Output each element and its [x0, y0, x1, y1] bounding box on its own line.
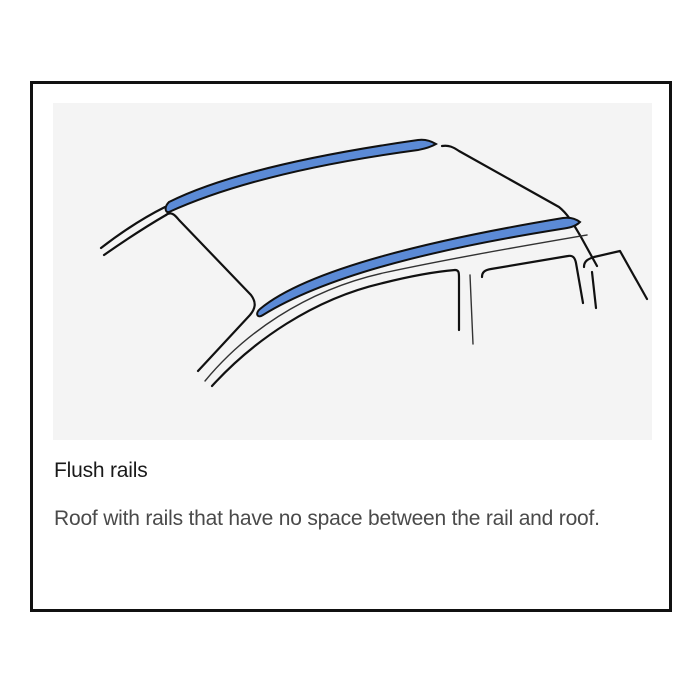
card-description: Roof with rails that have no space betwe… [54, 507, 600, 530]
roof-type-card: Flush rails Roof with rails that have no… [30, 81, 672, 612]
flush-rails-illustration [53, 103, 652, 440]
car-roof-icon [99, 138, 649, 388]
card-title: Flush rails [54, 459, 148, 482]
